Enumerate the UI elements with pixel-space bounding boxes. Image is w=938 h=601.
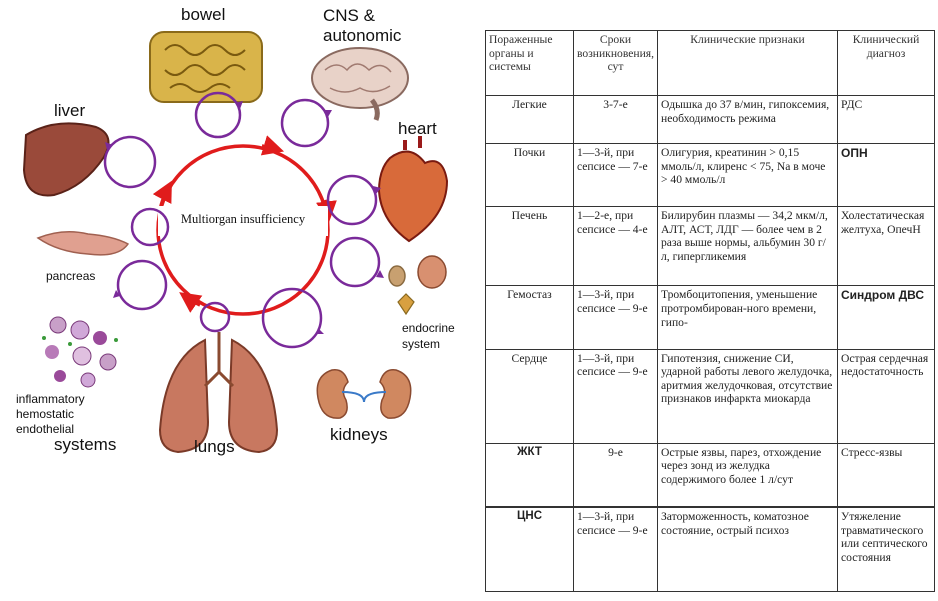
- cell-onset: 1—2-е, при сепсисе — 4-е: [573, 206, 658, 287]
- cell-onset: 1—3-й, при сепсисе — 9-е: [573, 506, 658, 593]
- cell-diagnosis: Утяжеление травматического или септическ…: [837, 506, 935, 593]
- lungs-illustration: [158, 332, 279, 454]
- label-systems-line4: systems: [54, 435, 117, 454]
- heart-illustration: [377, 136, 449, 243]
- cell-organ: Почки: [485, 143, 574, 208]
- center-label-box: [158, 206, 328, 236]
- table-row: Печень 1—2-е, при сепсисе — 4-е Билируби…: [485, 206, 935, 287]
- cell-organ: ЦНС: [485, 506, 574, 593]
- label-cns-line2: autonomic: [323, 26, 402, 45]
- cell-signs: Гипотензия, снижение СИ, ударной работы …: [657, 348, 838, 444]
- cell-diagnosis: Синдром ДВС: [837, 285, 935, 350]
- cell-signs: Заторможенность, коматозное состояние, о…: [657, 506, 838, 593]
- cell-signs: Олигурия, креатинин > 0,15 ммоль/л, клир…: [657, 143, 838, 208]
- cell-organ: Печень: [485, 206, 574, 287]
- organ-failure-table: Пораженные органы и системы Сроки возник…: [485, 29, 935, 593]
- label-systems-line2: hemostatic: [16, 407, 75, 421]
- endocrine-illustration: [388, 255, 447, 316]
- header-signs: Клинические признаки: [657, 29, 838, 97]
- cell-signs: Острые язвы, парез, отхождение через зон…: [657, 442, 838, 508]
- cell-organ: Легкие: [485, 95, 574, 145]
- table-row: Легкие 3-7-е Одышка до 37 в/мин, гипоксе…: [485, 95, 935, 145]
- table-row: ЦНС 1—3-й, при сепсисе — 9-е Заторможенн…: [485, 506, 935, 593]
- table-header-row: Пораженные органы и системы Сроки возник…: [485, 29, 935, 97]
- label-bowel: bowel: [181, 5, 226, 24]
- table-row: Почки 1—3-й, при сепсисе — 7-е Олигурия,…: [485, 143, 935, 208]
- cell-onset: 1—3-й, при сепсисе — 7-е: [573, 143, 658, 208]
- cell-signs: Одышка до 37 в/мин, гипоксемия, необходи…: [657, 95, 838, 145]
- multiorgan-diagram: Multiorgan insufficiency bowel CNS & aut…: [16, 5, 455, 456]
- liver-illustration: [22, 122, 110, 197]
- cell-organ: Гемостаз: [485, 285, 574, 350]
- organ-cycles: [103, 91, 381, 349]
- cell-onset: 1—3-й, при сепсисе — 9-е: [573, 348, 658, 444]
- header-organs: Пораженные органы и системы: [485, 29, 574, 97]
- label-liver: liver: [54, 101, 86, 120]
- cell-diagnosis: Стресс-язвы: [837, 442, 935, 508]
- label-systems-line1: inflammatory: [16, 392, 85, 406]
- label-cns-line1: CNS &: [323, 6, 375, 25]
- cell-diagnosis: Острая сердечная недостаточность: [837, 348, 935, 444]
- cell-onset: 3-7-е: [573, 95, 658, 145]
- cell-onset: 1—3-й, при сепсисе — 9-е: [573, 285, 658, 350]
- cycle-arrowheads: [105, 101, 384, 334]
- cell-organ: Сердце: [485, 348, 574, 444]
- organ-failure-table-container: Пораженные органы и системы Сроки возник…: [485, 29, 935, 593]
- label-heart: heart: [398, 119, 437, 138]
- brain-illustration: [311, 47, 409, 121]
- bowel-illustration: [149, 31, 263, 103]
- center-label: Multiorgan insufficiency: [180, 212, 306, 226]
- header-diagnosis: Клинический диагноз: [837, 29, 935, 97]
- cell-diagnosis: РДС: [837, 95, 935, 145]
- kidneys-illustration: [316, 369, 412, 419]
- label-endocrine-line2: system: [402, 337, 441, 351]
- table-row: ЖКТ 9-е Острые язвы, парез, отхождение ч…: [485, 442, 935, 508]
- cell-onset: 9-е: [573, 442, 658, 508]
- label-pancreas: pancreas: [46, 269, 96, 283]
- header-onset: Сроки возникновения, сут: [573, 29, 658, 97]
- pancreas-illustration: [36, 231, 130, 256]
- label-endocrine-line1: endocrine: [402, 321, 455, 335]
- blood-cells-illustration: [42, 316, 118, 388]
- cell-signs: Тромбоцитопения, уменьшение протромбиров…: [657, 285, 838, 350]
- table-row: Гемостаз 1—3-й, при сепсисе — 9-е Тромбо…: [485, 285, 935, 350]
- table-row: Сердце 1—3-й, при сепсисе — 9-е Гипотенз…: [485, 348, 935, 444]
- cell-diagnosis: Холестатическая желтуха, ОпечН: [837, 206, 935, 287]
- label-lungs: lungs: [194, 437, 235, 456]
- cell-diagnosis: ОПН: [837, 143, 935, 208]
- label-kidneys: kidneys: [330, 425, 388, 444]
- label-systems-line3: endothelial: [16, 422, 75, 436]
- cell-organ: ЖКТ: [485, 442, 574, 508]
- diagram-canvas: [22, 31, 449, 454]
- cell-signs: Билирубин плазмы — 34,2 мкм/л, АЛТ, АСТ,…: [657, 206, 838, 287]
